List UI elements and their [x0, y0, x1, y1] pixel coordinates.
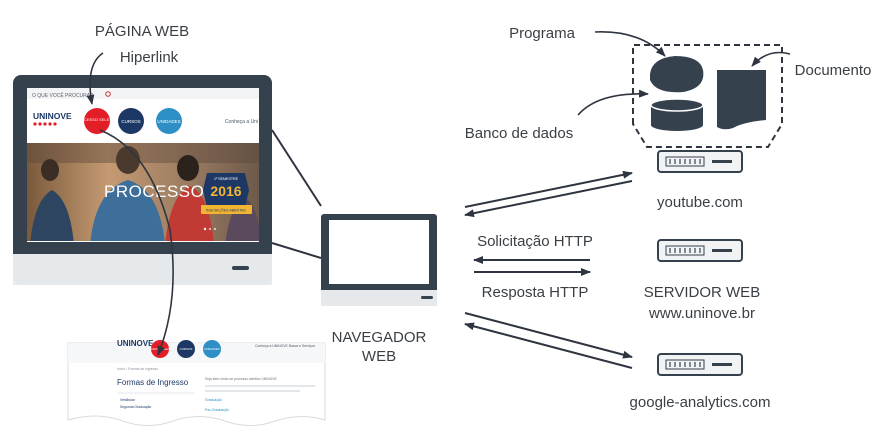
linked-page: UNINOVE PROCESSO SELETIVO CURSOS UNIDADE…: [67, 339, 326, 426]
http-arrows: [464, 170, 633, 369]
website-nav-unidades-label: UNIDADES: [157, 119, 180, 124]
linked-page-breadcrumb: Início / Formas de Ingresso: [117, 367, 158, 371]
program-icon: [650, 56, 704, 93]
linked-page-nav-cursos[interactable]: [177, 340, 195, 358]
google-label: google-analytics.com: [630, 394, 771, 411]
programa-arrow: [594, 31, 666, 57]
programa-label: Programa: [509, 25, 576, 42]
linked-page-row-4[interactable]: Pós-Graduação: [205, 408, 229, 412]
documento-arrow: [751, 51, 791, 67]
browser-screen: [329, 220, 429, 284]
linked-page-nav-unidades[interactable]: [203, 340, 221, 358]
documento-label: Documento: [795, 62, 872, 79]
website-nav-cursos-label: CURSOS: [121, 119, 140, 124]
hiperlink-arrow: [86, 52, 104, 105]
server-youtube-icon: [657, 150, 743, 173]
linked-page-row-3[interactable]: Graduação: [205, 398, 222, 402]
website-nav-right: Conheça a Uni: [225, 119, 258, 125]
banco-arrow: [577, 89, 649, 116]
database-icon: [650, 98, 704, 131]
website-logo: UNINOVE: [33, 111, 72, 121]
linked-page-nav-unidades-label: UNIDADES: [204, 347, 220, 351]
browser-monitor: [271, 129, 437, 306]
website-carousel-dots[interactable]: [203, 227, 217, 231]
hyperlink-to-page-arrow: [99, 129, 174, 356]
response-arrow-youtube: [464, 180, 633, 218]
website-hero-text: PROCESSO: [104, 182, 204, 201]
linked-page-nav-right: Conheça a UNINOVE Busca e Serviços: [255, 344, 315, 348]
linked-page-intro: Seja bem-vindo ao processo seletivo UNIN…: [205, 377, 278, 381]
resposta-label: Resposta HTTP: [482, 284, 589, 301]
server-web-icon: [657, 239, 743, 262]
servidor-web-label: SERVIDOR WEB: [644, 284, 760, 301]
website-search-text: O QUE VOCÊ PROCURA?: [32, 91, 93, 99]
linked-page-row-1[interactable]: Vestibular: [120, 398, 136, 402]
server-google-icon: [657, 353, 743, 376]
youtube-label: youtube.com: [657, 194, 743, 211]
document-icon: [717, 70, 766, 130]
banco-de-dados-label: Banco de dados: [465, 125, 573, 142]
solicitacao-label: Solicitação HTTP: [477, 233, 593, 250]
website-badge-top: 1º SEMESTRE: [214, 177, 239, 181]
linked-page-nav-cursos-label: CURSOS: [180, 347, 193, 351]
pagina-web-label: PÁGINA WEB: [95, 23, 189, 40]
servidor-url-label: www.uninove.br: [648, 305, 755, 322]
web-page-monitor: O QUE VOCÊ PROCURA? UNINOVE PROCESSO SEL…: [13, 75, 272, 285]
website-logo-dots: [33, 122, 57, 126]
website-nav-unidades[interactable]: [156, 108, 182, 134]
navegador-label: NAVEGADOR: [332, 329, 427, 346]
navegador-sub-label: WEB: [362, 348, 396, 365]
request-arrow-google: [464, 312, 633, 359]
website-badge-year: 2016: [210, 183, 241, 199]
website-nav-cursos[interactable]: [118, 108, 144, 134]
hiperlink-label: Hiperlink: [120, 49, 179, 66]
request-arrow-youtube: [464, 170, 633, 208]
website-badge-bottom: INSCRIÇÕES ABERTAS: [206, 208, 246, 213]
website-badge: 1º SEMESTRE 2016 INSCRIÇÕES ABERTAS: [201, 173, 252, 214]
server-resources-group: [632, 44, 783, 148]
linked-page-logo: UNINOVE: [117, 339, 154, 348]
linked-page-title: Formas de Ingresso: [117, 378, 189, 387]
linked-page-row-2[interactable]: Segunda Graduação: [120, 405, 151, 409]
website-nav-processo-label: PROCESSO SELETIVO: [75, 117, 118, 122]
response-arrow-google: [464, 322, 633, 369]
website-nav-processo[interactable]: [84, 108, 110, 134]
